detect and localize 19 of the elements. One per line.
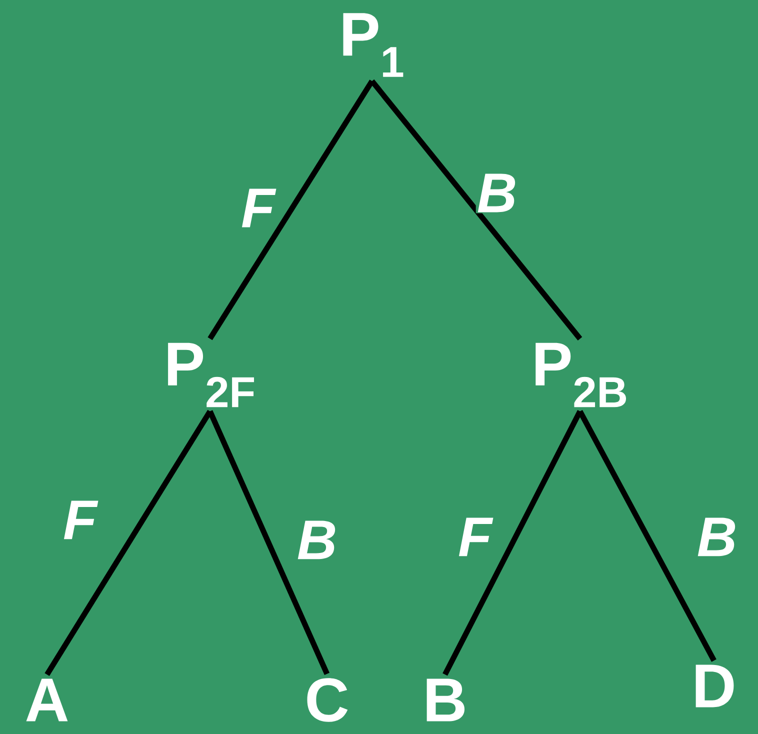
edge-label: F: [240, 188, 276, 228]
edge-label: B: [696, 516, 738, 558]
node-label: D: [696, 664, 734, 708]
branch-line: [578, 410, 716, 662]
edge-label: F: [456, 516, 494, 558]
node-label: P$_{2B}$: [536, 342, 626, 408]
node-label: C: [307, 678, 348, 722]
edge-label: B: [476, 172, 518, 214]
branch-line: [208, 80, 374, 340]
node-label: B: [426, 678, 464, 722]
branch-line: [370, 79, 582, 340]
node-label: P$_{2F}$: [168, 342, 254, 408]
branch-line: [44, 410, 212, 676]
edge-label: F: [62, 500, 98, 540]
node-label: P$_{1}$: [343, 13, 404, 77]
branch-line: [442, 410, 582, 676]
node-label: A: [26, 678, 68, 722]
edge-label: B: [296, 520, 338, 560]
branch-line: [208, 410, 330, 676]
